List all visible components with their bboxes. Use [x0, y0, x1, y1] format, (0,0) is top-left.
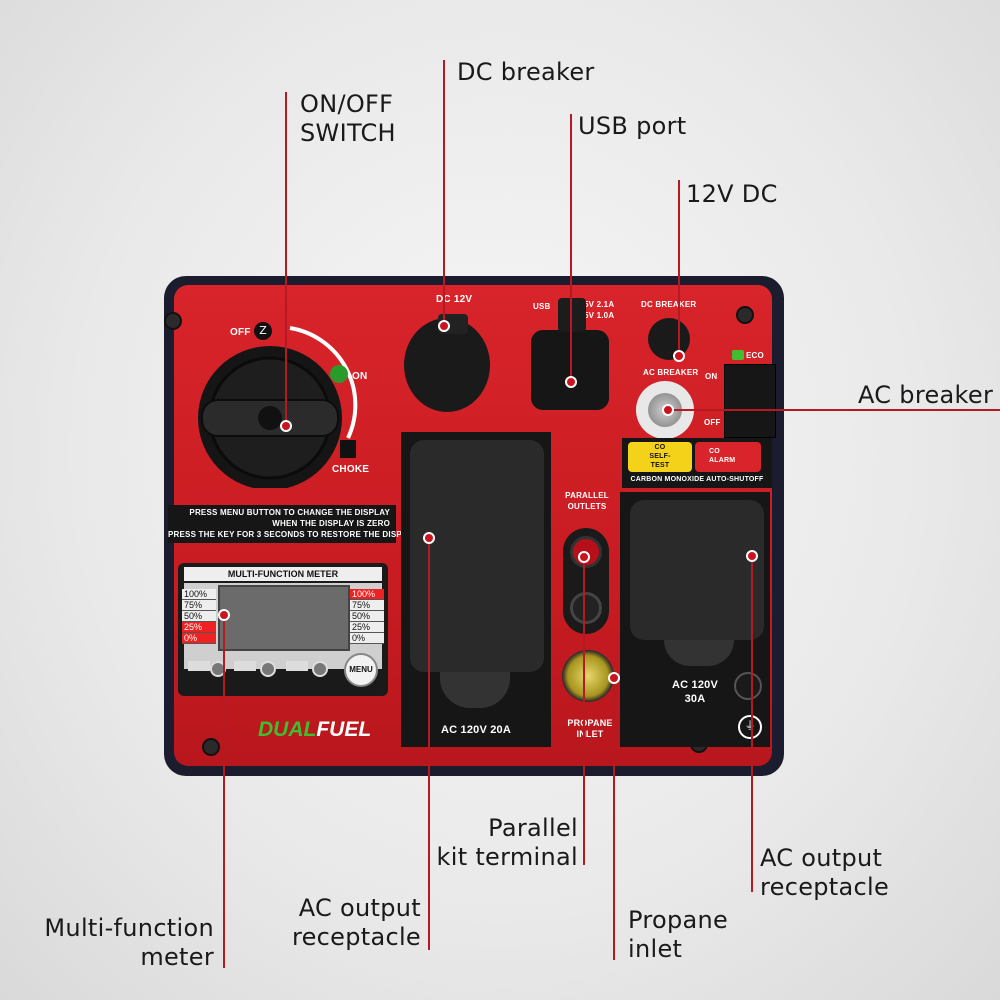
ground-terminal[interactable]: [734, 672, 762, 700]
dot-usb: [565, 376, 577, 388]
eco-leaf-icon: [732, 350, 744, 360]
off-label: OFF: [230, 327, 251, 338]
dot-ac-breaker: [662, 404, 674, 416]
dc-breaker-label: DC BREAKER: [641, 300, 697, 309]
ac-outlet-30a-cover[interactable]: [630, 500, 764, 640]
off-icon: Z: [254, 322, 272, 340]
on-label: ON: [352, 371, 368, 382]
screw-icon: [736, 306, 754, 324]
ac-right-label: AC 120V 30A: [671, 679, 719, 705]
level-scale-right: 100%75%50%25%0%: [350, 589, 384, 644]
callout-dc-breaker: DC breaker: [457, 58, 595, 86]
screw-icon: [164, 312, 182, 330]
callout-12v-dc: 12V DC: [686, 180, 778, 208]
ac-outlet-20a-cover[interactable]: [410, 440, 544, 672]
dot-dc-breaker: [438, 320, 450, 332]
propane-inlet[interactable]: [562, 650, 614, 702]
callout-propane-inlet: Propane inlet: [628, 906, 729, 963]
line-12v-dc: [678, 180, 680, 356]
dc12v-label: DC 12V: [436, 294, 473, 305]
parallel-terminal-black[interactable]: [570, 592, 602, 624]
dot-propane: [608, 672, 620, 684]
dot-on-off: [280, 420, 292, 432]
ac-left-label: AC 120V 20A: [440, 724, 512, 736]
line-on-off: [285, 92, 287, 426]
dot-parallel: [578, 551, 590, 563]
usb-spec: 5V 2.1A 5V 1.0A: [584, 300, 615, 320]
line-ac-left: [428, 538, 430, 950]
co-alarm-indicator: CO ALARM: [695, 442, 761, 472]
eco-switch[interactable]: [724, 364, 776, 438]
oil-icon: [188, 661, 210, 671]
on-off-knob[interactable]: [190, 318, 365, 488]
choke-label: CHOKE: [332, 464, 370, 475]
eco-label: ECO: [746, 351, 764, 360]
multi-function-meter: MULTI-FUNCTION METER 100%75%50%25%0% 100…: [178, 563, 388, 696]
callout-usb-port: USB port: [578, 112, 687, 140]
dual-fuel-logo: DUALFUEL: [258, 718, 372, 741]
usb-label: USB: [533, 302, 551, 311]
co-self-test-indicator[interactable]: CO SELF- TEST: [628, 442, 692, 472]
menu-instructions: PRESS MENU BUTTON TO CHANGE THE DISPLAY …: [168, 505, 418, 543]
on-icon: [330, 365, 348, 383]
meter-title: MULTI-FUNCTION METER: [184, 567, 382, 581]
screw-icon: [202, 738, 220, 756]
line-usb: [570, 114, 572, 382]
callout-multi-function-meter: Multi-function meter: [44, 914, 214, 971]
parallel-outlets-label: PARALLEL OUTLETS: [565, 491, 609, 511]
oil-indicator: [210, 661, 226, 677]
menu-button[interactable]: MENU: [344, 653, 378, 687]
ac-breaker-label: AC BREAKER: [643, 368, 699, 377]
dot-ac-right: [746, 550, 758, 562]
line-parallel: [583, 557, 585, 865]
dot-ac-left: [423, 532, 435, 544]
overload-icon: [234, 661, 256, 671]
choke-icon: [340, 440, 356, 458]
eco-on-label: ON: [705, 372, 718, 381]
callout-ac-breaker: AC breaker: [858, 381, 994, 409]
eco-off-label: OFF: [704, 418, 721, 427]
line-meter: [223, 615, 225, 968]
line-propane: [613, 678, 615, 960]
dot-meter: [218, 609, 230, 621]
meter-display: [218, 585, 350, 651]
callout-parallel-kit-terminal: Parallel kit terminal: [436, 814, 578, 871]
line-ac-right: [751, 556, 753, 892]
level-scale-left: 100%75%50%25%0%: [182, 589, 216, 644]
propane-inlet-label: PROPANE INLET: [567, 718, 613, 739]
overload-indicator: [260, 661, 276, 677]
line-ac-breaker: [668, 409, 1000, 411]
ground-icon: ⏚: [738, 715, 762, 739]
output-indicator: [312, 661, 328, 677]
callout-ac-output-left: AC output receptacle: [291, 894, 421, 951]
output-icon: [286, 661, 308, 671]
callout-ac-output-right: AC output receptacle: [760, 844, 890, 901]
callout-on-off-switch: ON/OFF SWITCH: [300, 90, 396, 147]
co-shutoff-label: CARBON MONOXIDE AUTO-SHUTOFF: [630, 476, 764, 483]
dot-12v-dc: [673, 350, 685, 362]
line-dc-breaker: [443, 60, 445, 326]
